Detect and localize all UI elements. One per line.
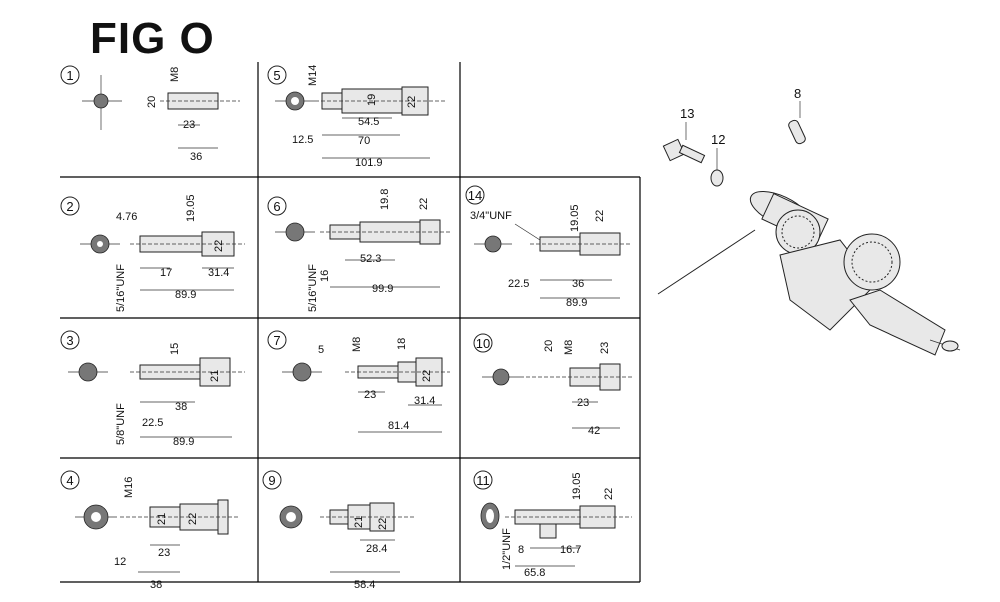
dim-label: 99.9 [372, 283, 393, 295]
panel-number: 2 [66, 199, 73, 214]
panel-14: 14 3/4"UNF 19.05 22 22.5 36 89.9 [465, 185, 632, 309]
panel-6: 6 19.8 22 52.3 16 99.9 5/16"UNF [267, 189, 450, 312]
dim-label: 89.9 [173, 436, 194, 448]
dim-label: 15 [169, 343, 181, 355]
panel-number: 14 [468, 188, 482, 203]
panel-number: 10 [476, 336, 490, 351]
dim-label: 22 [421, 370, 433, 382]
dim-label: M14 [307, 65, 319, 86]
dim-label: 21 [353, 516, 365, 528]
panel-7: 7 5 M8 18 22 23 31.4 81.4 [267, 330, 450, 433]
dim-label: 36 [190, 151, 202, 163]
panel-5: 5 M14 19 22 54.5 70 12.5 101.9 [267, 65, 445, 169]
panel-1: 1 M8 20 23 36 [60, 65, 240, 163]
bolt-icon [662, 138, 706, 164]
dim-label: 18 [396, 338, 408, 350]
dim-label: 19.05 [185, 194, 197, 222]
dim-label: 22 [418, 198, 430, 210]
dim-label: 1/2"UNF [501, 528, 513, 570]
crankshaft-exploded-view: 13 12 8 [657, 86, 961, 356]
dim-label: 8 [518, 544, 524, 556]
dim-label: 22 [594, 210, 606, 222]
dim-label: 89.9 [566, 297, 587, 309]
dim-label: M16 [123, 477, 135, 498]
panel-number: 11 [476, 473, 490, 488]
dim-label: 22.5 [142, 417, 163, 429]
dim-label: 20 [146, 96, 158, 108]
dim-label: 22 [603, 488, 615, 500]
dim-label: 58.4 [354, 579, 375, 591]
dim-label: 12.5 [292, 134, 313, 146]
pin-icon [788, 119, 806, 145]
dim-label: 19 [366, 94, 378, 106]
dim-label: 89.9 [175, 289, 196, 301]
dim-label: 21 [209, 370, 221, 382]
panel-number: 1 [66, 68, 73, 83]
dim-label: 5/16"UNF [307, 264, 319, 312]
panel-number: 9 [268, 473, 275, 488]
dim-label: 17 [160, 267, 172, 279]
panel-number: 5 [273, 68, 280, 83]
panel-2: 2 4.76 19.05 22 17 31.4 89.9 5/16"UNF [60, 194, 245, 312]
dim-label: 5 [318, 344, 324, 356]
washer-icon [710, 169, 724, 187]
dim-label: 4.76 [116, 211, 137, 223]
callout-8: 8 [794, 86, 801, 101]
dim-label: 70 [358, 135, 370, 147]
dim-label: 52.3 [360, 253, 381, 265]
dim-label: 20 [543, 340, 555, 352]
dim-label: 19.05 [571, 472, 583, 500]
panel-10: 10 20 M8 23 23 42 [473, 333, 632, 437]
dim-label: 16 [319, 270, 331, 282]
dim-label: 101.9 [355, 157, 383, 169]
panel-number: 3 [66, 333, 73, 348]
dim-label: 3/4"UNF [470, 210, 512, 222]
dim-label: 22.5 [508, 278, 529, 290]
dim-label: 23 [158, 547, 170, 559]
dim-label: 19.05 [569, 204, 581, 232]
dim-label: 38 [150, 579, 162, 591]
dim-label: 23 [183, 119, 195, 131]
dim-label: 31.4 [208, 267, 229, 279]
dim-label: 12 [114, 556, 126, 568]
dim-label: 19.8 [379, 189, 391, 210]
dim-label: 5/8"UNF [115, 403, 127, 445]
panel-11: 11 19.05 22 8 16.7 65.8 1/2"UNF [473, 470, 632, 579]
dim-label: 81.4 [388, 420, 409, 432]
dim-label: 54.5 [358, 116, 379, 128]
crankshaft-icon [749, 190, 961, 356]
panel-4: 4 M16 21 22 23 12 38 [60, 470, 240, 591]
dim-label: 36 [572, 278, 584, 290]
dim-label: 21 [156, 513, 168, 525]
dim-label: 31.4 [414, 395, 435, 407]
dim-label: 65.8 [524, 567, 545, 579]
panel-number: 7 [273, 333, 280, 348]
dim-label: 38 [175, 401, 187, 413]
panel-number: 4 [66, 473, 73, 488]
dim-label: 5/16"UNF [115, 264, 127, 312]
dim-label: 16.7 [560, 544, 581, 556]
panel-grid [60, 62, 641, 583]
dim-label: 23 [577, 397, 589, 409]
dim-label: 28.4 [366, 543, 387, 555]
panel-9: 9 21 22 28.4 58.4 [262, 470, 415, 591]
dim-label: 22 [213, 240, 225, 252]
page-title: FIG O [90, 14, 215, 63]
dim-label: M8 [351, 337, 363, 352]
dim-label: 23 [599, 342, 611, 354]
dim-label: M8 [563, 340, 575, 355]
dim-label: 23 [364, 389, 376, 401]
panel-3: 3 15 21 38 22.5 89.9 5/8"UNF [60, 330, 245, 448]
dim-label: 42 [588, 425, 600, 437]
callout-12: 12 [711, 132, 725, 147]
dim-label: 22 [377, 518, 389, 530]
dim-label: 22 [406, 96, 418, 108]
panel-number: 6 [273, 199, 280, 214]
dim-label: M8 [169, 67, 181, 82]
callout-13: 13 [680, 106, 694, 121]
dim-label: 22 [187, 513, 199, 525]
